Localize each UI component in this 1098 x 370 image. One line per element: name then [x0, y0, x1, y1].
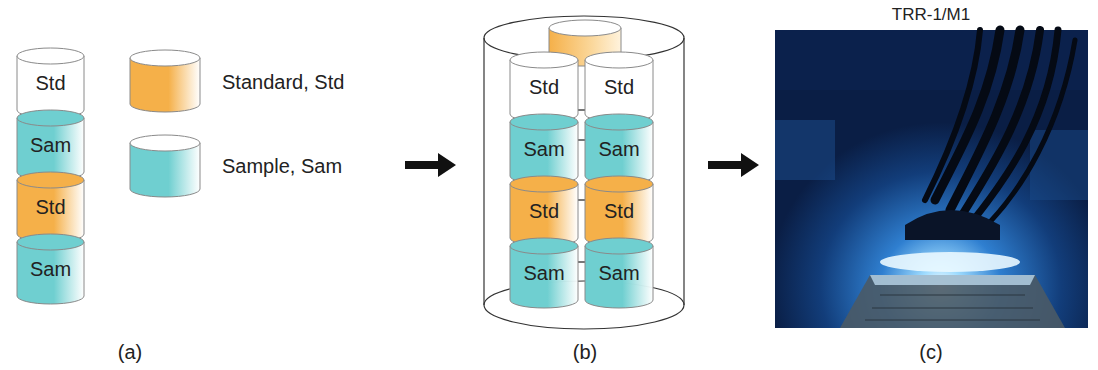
sample-cylinder: Sam — [510, 114, 578, 184]
sample-cylinder: Sam — [585, 238, 653, 308]
cylinder-label: Sam — [17, 234, 84, 281]
cylinder-label: Sam — [585, 114, 653, 161]
sample-cylinder: Std — [585, 176, 653, 246]
cylinder-label: Std — [510, 176, 578, 223]
cylinder-label: Sam — [510, 238, 578, 285]
cylinder-label: Std — [510, 52, 578, 99]
sample-cylinder: Sam — [510, 238, 578, 308]
irradiation-capsule — [484, 16, 684, 329]
sample-cylinder: Sam — [17, 110, 84, 180]
sample-cylinder: Std — [17, 48, 84, 118]
legend-swatch — [130, 50, 200, 112]
cylinder-label: Sam — [510, 114, 578, 161]
sample-cylinder: Sam — [585, 114, 653, 184]
sample-cylinder: Std — [17, 172, 84, 242]
sample-cylinder: Std — [510, 176, 578, 246]
cylinder-label: Sam — [17, 110, 84, 157]
cylinder-label: Std — [17, 48, 84, 95]
legend-text: Standard, Std — [222, 70, 344, 94]
panel-label: (b) — [573, 340, 597, 364]
cylinder-label: Std — [17, 172, 84, 219]
flow-arrow — [405, 153, 456, 177]
sample-cylinder: Sam — [17, 234, 84, 304]
cylinder-label: Std — [585, 176, 653, 223]
photo-title: TRR-1/M1 — [892, 3, 970, 27]
sample-cylinder: Std — [585, 52, 653, 122]
legend-swatch — [130, 135, 200, 197]
sample-cylinder: Std — [510, 52, 578, 122]
flow-arrow — [708, 153, 759, 177]
legend-text: Sample, Sam — [222, 154, 342, 178]
stack-ties — [578, 110, 585, 262]
cylinder-label: Std — [585, 52, 653, 99]
panel-label: (c) — [919, 340, 942, 364]
reactor-photo — [775, 30, 1088, 328]
panel-label: (a) — [118, 340, 142, 364]
cylinder-label: Sam — [585, 238, 653, 285]
